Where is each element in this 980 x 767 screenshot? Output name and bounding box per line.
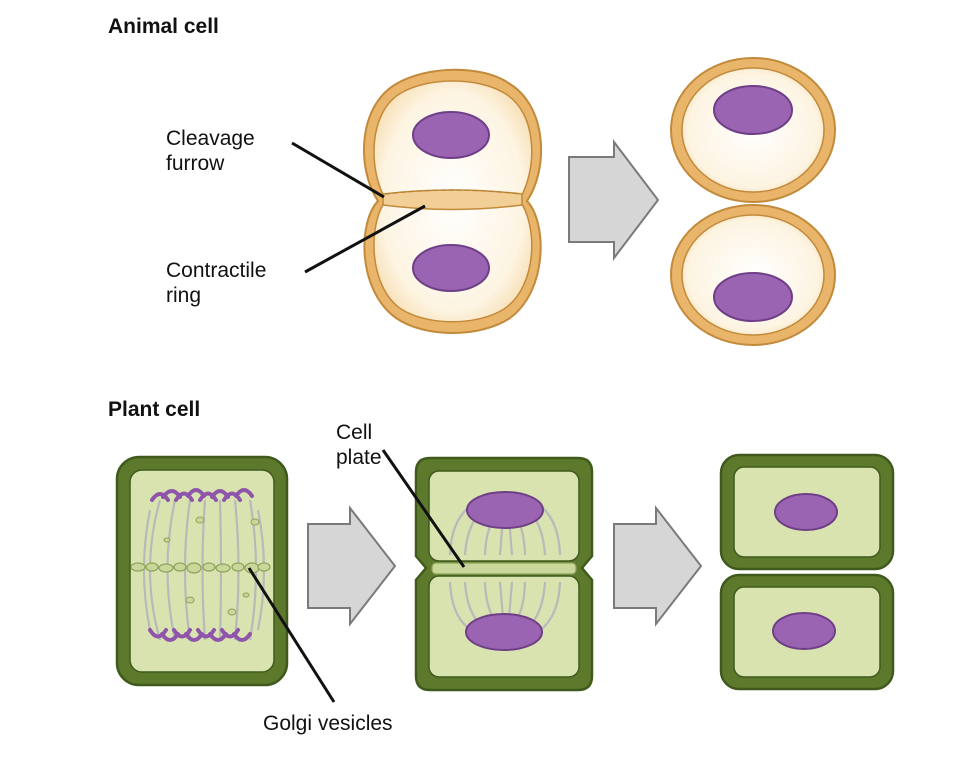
plant-cell-title: Plant cell — [108, 398, 201, 421]
contractile-ring-label-line1: Contractile — [166, 259, 267, 282]
cleavage-furrow-label-line1: Cleavage — [166, 127, 255, 150]
cleavage-furrow-label-line2: furrow — [166, 152, 225, 175]
nucleus-bottom — [412, 244, 490, 292]
plant-cell-telophase — [115, 455, 289, 687]
cell-plate-pointer — [381, 449, 466, 568]
cell-plate-label-line1: Cell — [336, 421, 373, 444]
animal-cell-title: Animal cell — [108, 15, 219, 38]
plant-cell-plate-forming — [414, 456, 594, 692]
animal-daughter-cell-top — [670, 57, 836, 203]
nucleus-top — [412, 111, 490, 159]
cell-plate-label-line2: plate — [336, 446, 382, 469]
cell-plate-label: Cell plate — [336, 420, 382, 470]
golgi-vesicles-pointer — [247, 567, 336, 703]
plant-daughter-cell-bottom — [719, 573, 895, 691]
cleavage-furrow-label: Cleavage furrow — [166, 126, 255, 176]
cleavage-furrow-pointer — [291, 141, 385, 199]
plant-arrow-icon-2 — [613, 505, 703, 627]
plant-daughter-cell-top — [719, 453, 895, 571]
plant-arrow-icon-1 — [307, 505, 397, 627]
contractile-ring-label-line2: ring — [166, 284, 202, 307]
animal-daughter-cell-bottom — [670, 204, 836, 346]
contractile-ring-label: Contractile ring — [166, 258, 266, 308]
animal-arrow-icon — [568, 139, 660, 261]
animal-dividing-cell — [363, 68, 542, 334]
golgi-vesicles-label: Golgi vesicles — [263, 712, 393, 735]
contractile-ring-pointer — [304, 204, 426, 274]
